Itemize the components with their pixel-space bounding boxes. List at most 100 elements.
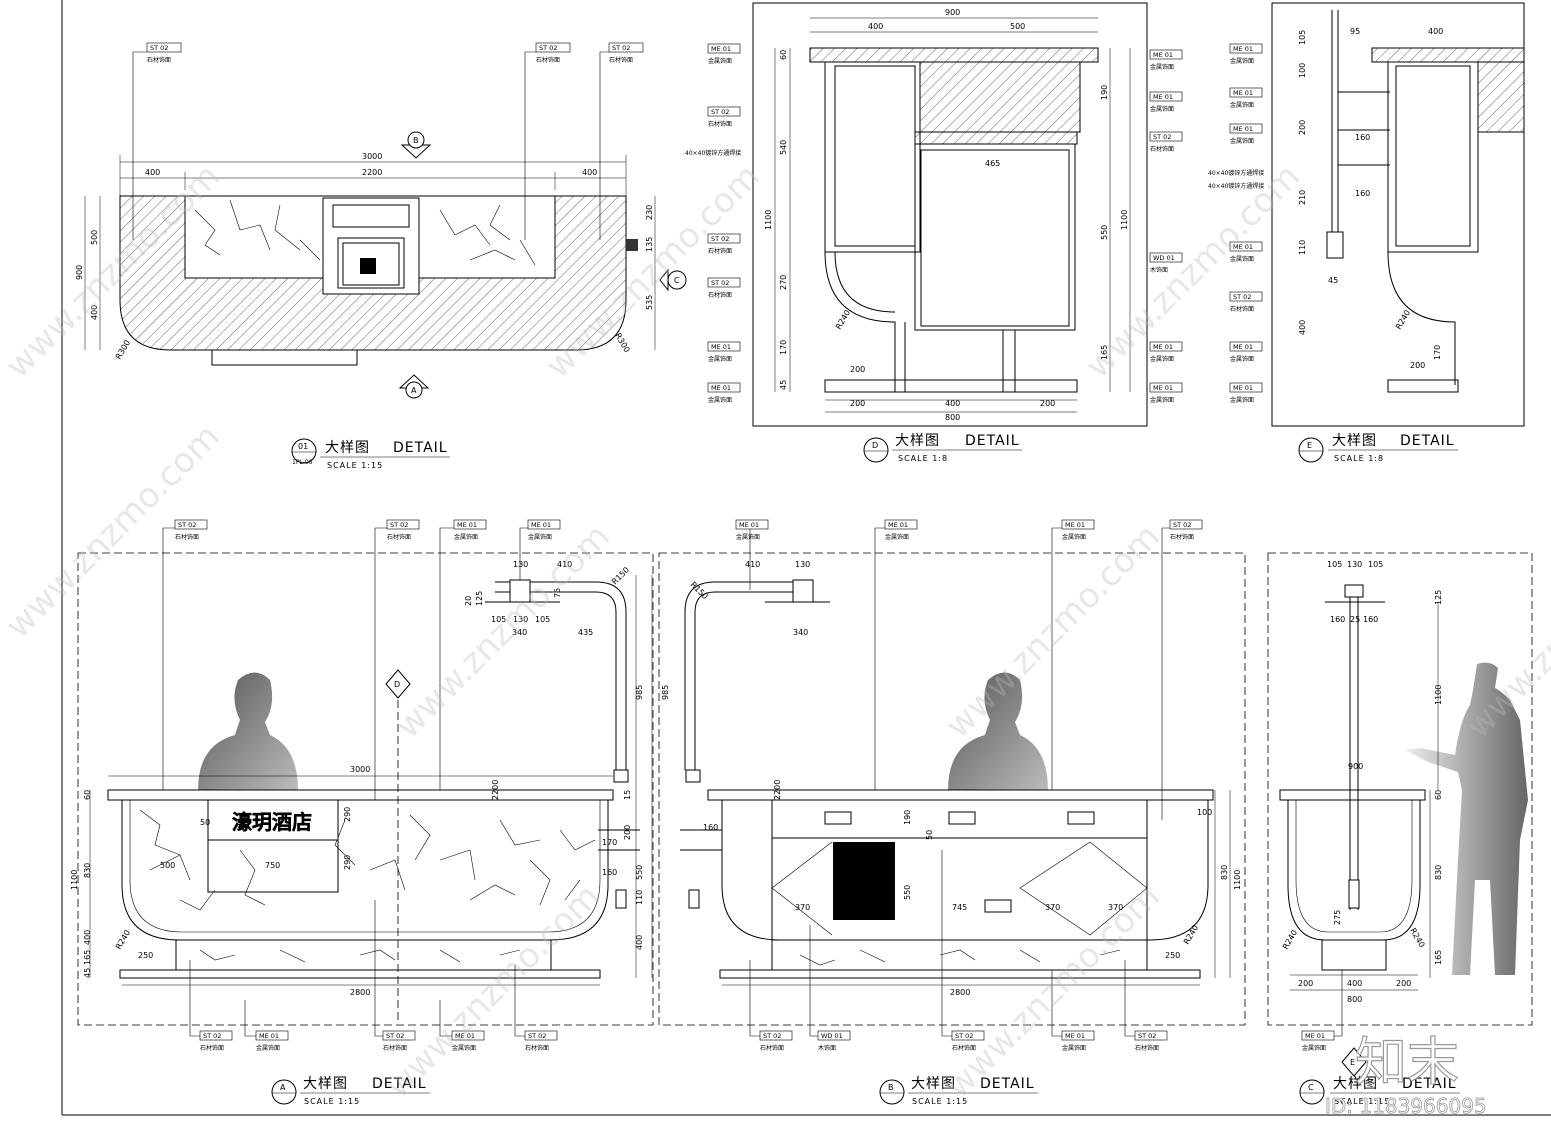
svg-text:200: 200 bbox=[1298, 979, 1313, 988]
svg-text:2200: 2200 bbox=[491, 780, 500, 800]
svg-text:ST 02: ST 02 bbox=[711, 108, 729, 116]
detail-c-title-cn: 大样图 bbox=[1333, 1076, 1378, 1092]
svg-text:R240: R240 bbox=[834, 308, 852, 331]
svg-text:60: 60 bbox=[779, 50, 788, 60]
svg-text:110: 110 bbox=[635, 890, 644, 905]
svg-text:ME 01: ME 01 bbox=[1233, 384, 1253, 392]
svg-text:170: 170 bbox=[779, 340, 788, 355]
svg-text:ST 02: ST 02 bbox=[178, 521, 196, 529]
svg-text:ME 01: ME 01 bbox=[739, 521, 759, 529]
svg-text:金属饰面: 金属饰面 bbox=[1230, 396, 1254, 404]
detail-c-title-en: DETAIL bbox=[1402, 1076, 1457, 1092]
svg-text:275: 275 bbox=[1333, 910, 1342, 925]
plan-dim-135: 135 bbox=[645, 237, 654, 252]
svg-text:500: 500 bbox=[160, 861, 175, 870]
svg-text:金属饰面: 金属饰面 bbox=[1150, 105, 1174, 113]
svg-text:石材饰面: 石材饰面 bbox=[525, 1044, 549, 1052]
svg-text:ME 01: ME 01 bbox=[888, 521, 908, 529]
svg-text:www.znzmo.com: www.znzmo.com bbox=[938, 516, 1168, 746]
detail-01-ref: 1PL-06 bbox=[292, 459, 313, 466]
svg-text:340: 340 bbox=[793, 628, 808, 637]
svg-text:50: 50 bbox=[925, 830, 934, 840]
svg-text:290: 290 bbox=[343, 855, 352, 870]
svg-text:500: 500 bbox=[1010, 22, 1025, 31]
svg-text:C: C bbox=[674, 276, 680, 285]
plan-dim-230: 230 bbox=[645, 205, 654, 220]
svg-text:1100: 1100 bbox=[1233, 870, 1242, 890]
section-marker-a[interactable]: A bbox=[398, 374, 430, 399]
svg-text:R240: R240 bbox=[1394, 308, 1412, 331]
detail-b-title-cn: 大样图 bbox=[911, 1076, 956, 1092]
detail-e-badge: E bbox=[1307, 441, 1312, 450]
svg-text:石材饰面: 石材饰面 bbox=[952, 1044, 976, 1052]
svg-text:160: 160 bbox=[1363, 615, 1378, 624]
svg-text:2800: 2800 bbox=[950, 988, 970, 997]
svg-text:金属饰面: 金属饰面 bbox=[1150, 63, 1174, 71]
svg-text:105: 105 bbox=[491, 615, 506, 624]
svg-text:800: 800 bbox=[1347, 995, 1362, 1004]
svg-text:105: 105 bbox=[535, 615, 550, 624]
svg-text:金属饰面: 金属饰面 bbox=[452, 1044, 476, 1052]
svg-text:木饰面: 木饰面 bbox=[818, 1044, 836, 1052]
svg-text:ME 01: ME 01 bbox=[1153, 51, 1173, 59]
svg-text:160: 160 bbox=[703, 823, 718, 832]
svg-text:125: 125 bbox=[475, 591, 484, 606]
svg-text:830: 830 bbox=[1220, 865, 1229, 880]
detail-b-title-en: DETAIL bbox=[980, 1076, 1035, 1092]
svg-text:165: 165 bbox=[1100, 345, 1109, 360]
plan-dim-mid: 2200 bbox=[362, 168, 382, 177]
svg-text:ST 02: ST 02 bbox=[1233, 293, 1251, 301]
svg-text:210: 210 bbox=[1298, 190, 1307, 205]
svg-text:900: 900 bbox=[1348, 762, 1363, 771]
svg-text:ME 01: ME 01 bbox=[1233, 125, 1253, 133]
svg-text:石材饰面: 石材饰面 bbox=[387, 533, 411, 541]
svg-text:D: D bbox=[394, 680, 400, 689]
plan-dim-400: 400 bbox=[90, 305, 99, 320]
svg-text:540: 540 bbox=[779, 140, 788, 155]
svg-text:ME 01: ME 01 bbox=[457, 521, 477, 529]
section-marker-d[interactable]: D bbox=[385, 669, 411, 699]
detail-01-badge: 01 bbox=[298, 442, 308, 451]
svg-text:www.znzmo.com: www.znzmo.com bbox=[0, 416, 228, 646]
svg-text:石材饰面: 石材饰面 bbox=[147, 56, 171, 64]
svg-text:金属饰面: 金属饰面 bbox=[736, 533, 760, 541]
svg-text:ME 01: ME 01 bbox=[259, 1032, 279, 1040]
svg-text:R240: R240 bbox=[114, 928, 132, 951]
svg-text:170: 170 bbox=[1433, 345, 1442, 360]
detail-a-title-cn: 大样图 bbox=[303, 1076, 348, 1092]
svg-text:ME 01: ME 01 bbox=[1233, 89, 1253, 97]
svg-text:200: 200 bbox=[850, 399, 865, 408]
svg-text:木饰面: 木饰面 bbox=[1150, 266, 1168, 274]
svg-text:R240: R240 bbox=[1281, 928, 1299, 951]
svg-text:465: 465 bbox=[985, 159, 1000, 168]
svg-text:190: 190 bbox=[903, 810, 912, 825]
svg-text:170: 170 bbox=[602, 838, 617, 847]
svg-text:100: 100 bbox=[1197, 808, 1212, 817]
svg-text:ST 02: ST 02 bbox=[386, 1032, 404, 1040]
svg-text:1100: 1100 bbox=[1120, 210, 1129, 230]
svg-text:800: 800 bbox=[945, 413, 960, 422]
detail-a-scale: SCALE 1:15 bbox=[304, 1097, 360, 1106]
section-marker-c[interactable]: C bbox=[659, 268, 687, 292]
svg-text:130: 130 bbox=[1347, 560, 1362, 569]
svg-text:400: 400 bbox=[1428, 27, 1443, 36]
svg-text:ST 02: ST 02 bbox=[390, 521, 408, 529]
svg-text:1100: 1100 bbox=[764, 210, 773, 230]
svg-text:石材饰面: 石材饰面 bbox=[1150, 145, 1174, 153]
detail-d-title-en: DETAIL bbox=[965, 433, 1020, 449]
svg-text:WD 01: WD 01 bbox=[821, 1032, 843, 1040]
svg-text:石材饰面: 石材饰面 bbox=[383, 1044, 407, 1052]
svg-text:ME 01: ME 01 bbox=[711, 384, 731, 392]
svg-text:190: 190 bbox=[1100, 85, 1109, 100]
svg-text:ME 01: ME 01 bbox=[455, 1032, 475, 1040]
section-marker-e[interactable]: E bbox=[1341, 1047, 1367, 1077]
section-marker-b[interactable]: B bbox=[400, 131, 432, 159]
svg-text:745: 745 bbox=[952, 903, 967, 912]
plan-dim-side-left: 400 bbox=[145, 168, 160, 177]
svg-text:105: 105 bbox=[1368, 560, 1383, 569]
svg-text:200: 200 bbox=[1396, 979, 1411, 988]
detail-b-badge: B bbox=[888, 1083, 894, 1092]
svg-text:ME 01: ME 01 bbox=[531, 521, 551, 529]
svg-text:985: 985 bbox=[661, 685, 670, 700]
svg-text:60: 60 bbox=[83, 790, 92, 800]
